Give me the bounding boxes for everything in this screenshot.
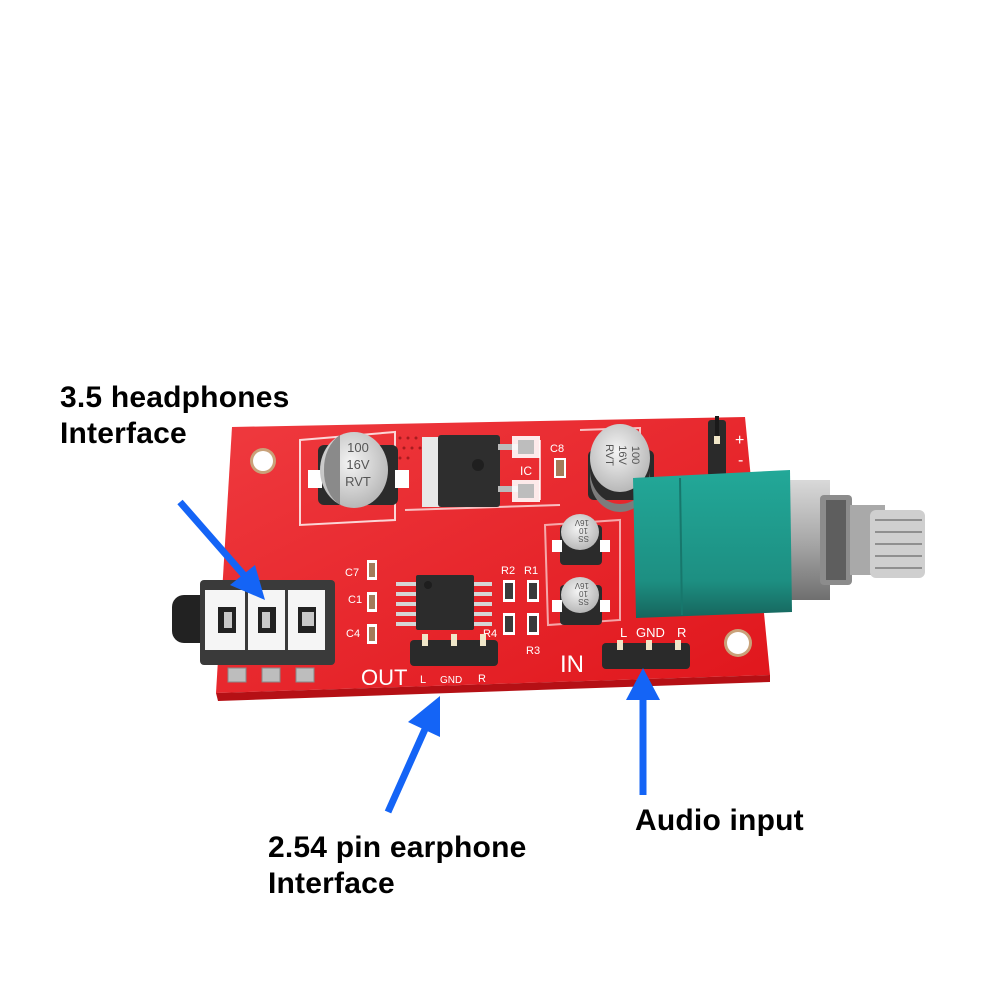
cap-label-series: SS: [578, 597, 589, 606]
smd-capacitors-left: C7 C1 C4: [345, 560, 377, 644]
silk-out: OUT: [361, 665, 407, 690]
annotation-line: Interface: [60, 417, 187, 450]
silk-plus: +: [735, 432, 744, 449]
capacitor-c8: C8: [550, 443, 566, 478]
cap-label-value: 10: [579, 526, 588, 535]
annotation-line: Audio input: [635, 804, 804, 837]
silk-out-l: L: [420, 674, 426, 686]
annotation-line: 3.5 headphones: [60, 381, 290, 414]
silk-ic-label: IC: [520, 464, 532, 478]
capacitor-ss10-top: SS 10 16V: [552, 514, 610, 565]
cap-label-voltage: 16V: [616, 445, 628, 465]
silk-c8: C8: [550, 443, 564, 455]
silk-in-gnd: GND: [636, 625, 665, 640]
cap-label-brand: RVT: [603, 444, 615, 466]
output-pin-header: OUT L GND R: [361, 634, 498, 690]
annotation-headphones-interface: 3.5 headphones Interface: [60, 380, 290, 452]
annotation-pin-earphone-interface: 2.54 pin earphone Interface: [268, 830, 526, 902]
capacitor-ss10-bottom: SS 10 16V: [552, 577, 610, 625]
cap-label-voltage: 16V: [574, 518, 589, 527]
cap-label-value: 100: [347, 440, 369, 455]
voltage-regulator: IC: [422, 435, 540, 507]
cap-label-brand: RVT: [345, 474, 371, 489]
silk-r3: R3: [526, 645, 540, 657]
arrow-to-headphone-jack: [177, 499, 265, 600]
input-pin-header: L GND R IN: [560, 625, 690, 678]
silk-r2: R2: [501, 565, 515, 577]
smd-resistors: R2 R1 R4 R3: [483, 565, 540, 657]
cap-label-value: 100: [629, 446, 641, 464]
silk-minus: -: [738, 452, 743, 469]
annotation-line: 2.54 pin earphone: [268, 831, 527, 864]
cap-label-voltage: 16V: [346, 457, 369, 472]
silk-c4: C4: [346, 628, 360, 640]
silk-out-r: R: [478, 673, 486, 685]
cap-label-voltage: 16V: [574, 581, 589, 590]
silk-c1: C1: [348, 594, 362, 606]
arrow-to-input-header: [626, 668, 660, 795]
arrow-to-output-header: [384, 696, 440, 814]
cap-label-series: SS: [578, 534, 589, 543]
silk-r4: R4: [483, 628, 497, 640]
silk-in-r: R: [677, 625, 686, 640]
amplifier-ic: [396, 575, 492, 630]
silk-in: IN: [560, 651, 584, 678]
power-header: + -: [708, 416, 744, 476]
annotation-audio-input: Audio input: [635, 803, 804, 839]
silk-r1: R1: [524, 565, 538, 577]
silk-out-gnd: GND: [440, 675, 462, 686]
silk-c7: C7: [345, 567, 359, 579]
headphone-jack-3.5mm: [172, 580, 335, 683]
volume-potentiometer: [633, 470, 925, 618]
cap-label-value: 10: [579, 589, 588, 598]
annotation-line: Interface: [268, 867, 395, 900]
silk-in-l: L: [620, 625, 627, 640]
capacitor-100uf-left: 100 16V RVT: [308, 432, 409, 508]
